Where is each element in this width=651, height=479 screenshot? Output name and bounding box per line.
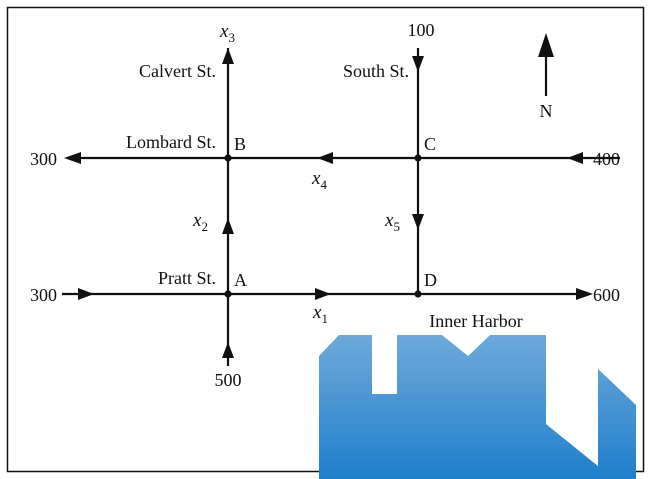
flow-400-label: 400 xyxy=(593,149,620,169)
arrow-100-south xyxy=(412,56,424,72)
harbor-notch-1 xyxy=(372,335,397,394)
arrow-x1-east xyxy=(315,288,331,300)
compass-north-arrowhead xyxy=(538,33,554,57)
arrow-300-east-in xyxy=(78,288,94,300)
node-b-label: B xyxy=(234,134,246,154)
inner-harbor-label: Inner Harbor xyxy=(429,311,522,331)
var-x3-label: x3 xyxy=(219,21,235,45)
lombard-street-label: Lombard St. xyxy=(126,132,216,152)
var-x2-label: x2 xyxy=(192,210,208,234)
flow-500-label: 500 xyxy=(215,370,242,390)
arrow-x4-west xyxy=(317,152,333,164)
node-b-dot xyxy=(224,154,232,162)
flow-100-label: 100 xyxy=(408,20,435,40)
intersections xyxy=(224,154,422,298)
node-a-label: A xyxy=(234,270,247,290)
harbor-main-shape xyxy=(319,335,636,479)
south-street-label: South St. xyxy=(343,61,409,81)
flow-600-label: 600 xyxy=(593,285,620,305)
var-x5-label: x5 xyxy=(384,210,400,234)
harbor-notch-3 xyxy=(546,335,598,466)
arrow-600-east-out xyxy=(576,288,593,300)
arrow-x3-north xyxy=(222,48,234,64)
arrow-x5-south xyxy=(412,214,424,230)
calvert-street-label: Calvert St. xyxy=(139,61,216,81)
node-d-dot xyxy=(414,290,422,298)
pratt-street-label: Pratt St. xyxy=(158,268,216,288)
var-x4-label: x4 xyxy=(311,168,327,192)
flow-pratt-300-label: 300 xyxy=(30,285,57,305)
arrowheads xyxy=(64,33,593,358)
node-d-label: D xyxy=(424,270,437,290)
node-c-label: C xyxy=(424,134,436,154)
var-x1-label: x1 xyxy=(312,302,328,326)
node-a-dot xyxy=(224,290,232,298)
arrow-500-north xyxy=(222,342,234,358)
arrow-300-west-out xyxy=(64,152,81,164)
node-c-dot xyxy=(414,154,422,162)
inner-harbor xyxy=(319,335,636,479)
arrow-400-west-in xyxy=(567,152,583,164)
compass-north-label: N xyxy=(540,101,553,121)
harbor-notch-2 xyxy=(442,335,490,356)
flow-lombard-300-label: 300 xyxy=(30,149,57,169)
arrow-x2-north xyxy=(222,218,234,234)
